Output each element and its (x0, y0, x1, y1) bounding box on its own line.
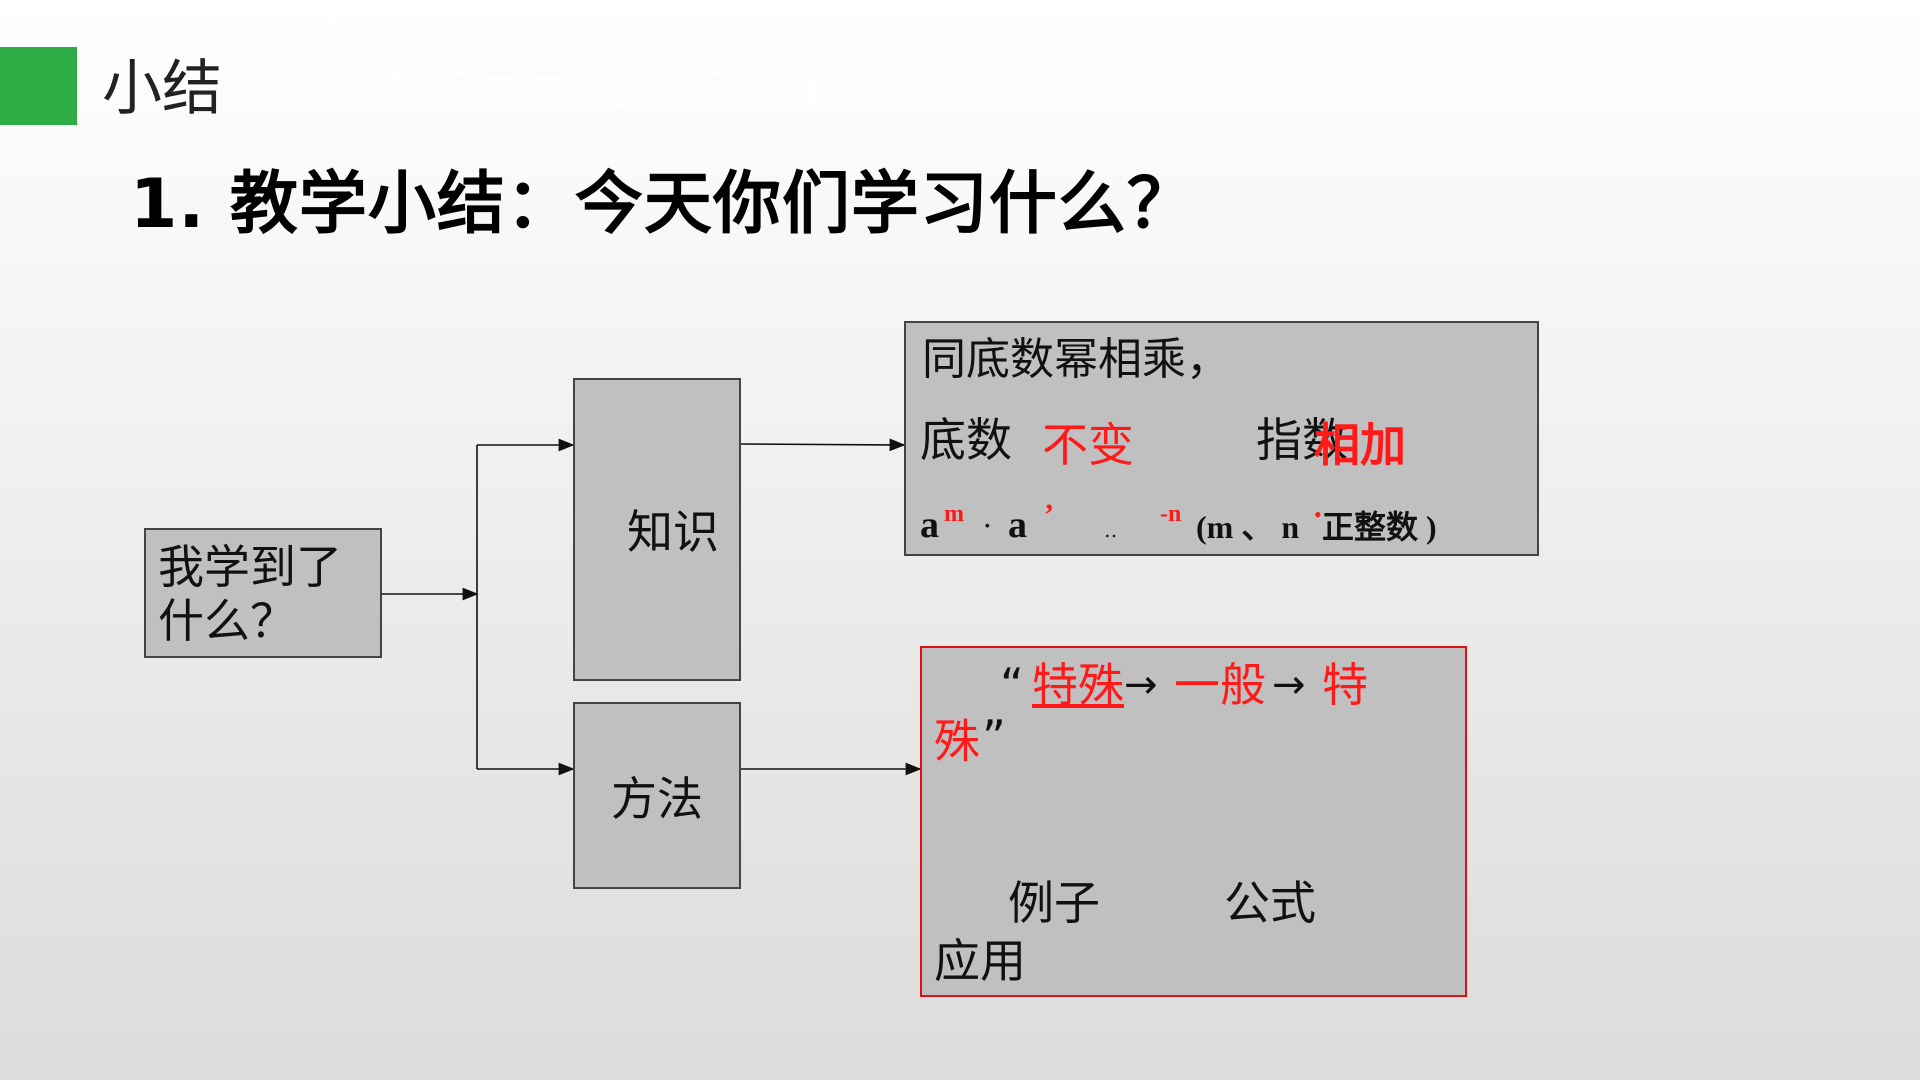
root-node: 我学到了 什么？ (144, 528, 382, 658)
formula-condition-open: (m 、 n (1196, 509, 1300, 545)
page-heading: 1. 教学小结：今天你们学习什么？ (130, 165, 1196, 244)
formula-condition-close: 正整数 ) (1322, 509, 1437, 545)
root-text-line2: 什么？ (158, 594, 296, 648)
watermark-title: 【课堂小结】 (270, 5, 882, 122)
green-accent-bar (0, 47, 77, 125)
formula-a1: a (920, 504, 939, 546)
example-label: 例子 (1008, 876, 1100, 930)
formula-comma: ’ (1044, 498, 1054, 531)
method-node: 方法 (573, 702, 741, 889)
knowledge-detail-box: 同底数幂相乘， 底数 不变 指数 相加 a m · a ’ ‥ -n (m 、 … (904, 321, 1539, 556)
formula-dot: · (982, 507, 993, 543)
formula-label: 公式 (1224, 876, 1316, 930)
application-label: 应用 (934, 934, 1026, 988)
formula-red-dot: • (1314, 502, 1322, 527)
formula-mark: ‥ (1104, 520, 1118, 542)
knowledge-node: 知识 (573, 378, 741, 681)
formula-a2: a (1008, 504, 1027, 546)
close-quote: ” (982, 710, 1006, 764)
knowledge-box-arrow (740, 438, 906, 452)
word-general: 一般 (1174, 658, 1266, 712)
word-special-2b: 殊 (934, 714, 980, 768)
word-special-1: 特殊 (1032, 658, 1124, 712)
word-special-2a: 特 (1322, 658, 1368, 712)
section-title: 小结 (102, 54, 222, 124)
open-quote: “ (1000, 658, 1024, 712)
knowledge-line1: 同底数幂相乘， (922, 334, 1230, 385)
formula-sup-n: -n (1160, 501, 1182, 527)
knowledge-label: 知识 (627, 505, 719, 559)
arrow-1: → (1124, 662, 1158, 708)
root-text-line1: 我学到了 (158, 540, 342, 594)
formula-sup-m: m (944, 501, 964, 527)
base-value: 不变 (1042, 418, 1134, 472)
exponent-label: 指数 (1256, 413, 1348, 467)
base-label: 底数 (920, 413, 1012, 467)
exponent-value: 相加 (1314, 418, 1406, 472)
method-detail-box: “ 特殊 → 一般 → 特 殊 ” 例子 公式 应用 (920, 646, 1467, 997)
method-label: 方法 (611, 772, 703, 826)
arrow-2: → (1272, 662, 1306, 708)
